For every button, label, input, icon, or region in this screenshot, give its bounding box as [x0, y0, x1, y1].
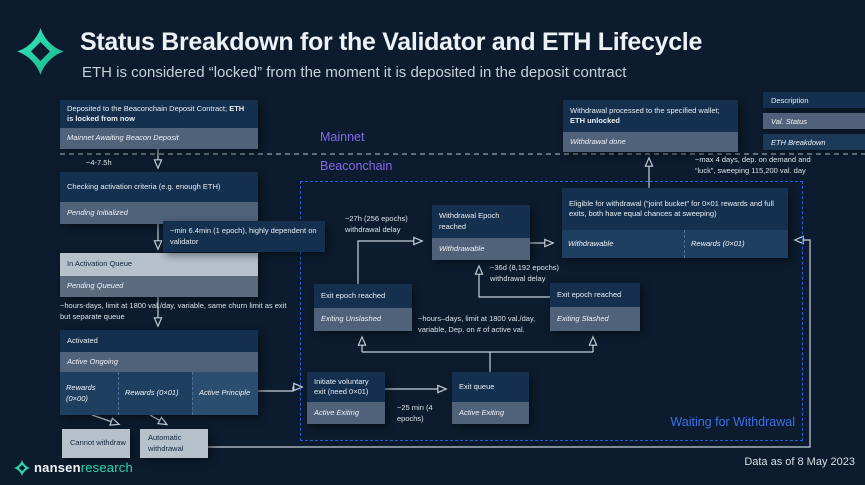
mainnet-label: Mainnet [320, 130, 365, 144]
node-exit-epoch-slashed-status: Exiting Slashed [550, 307, 640, 331]
arrow-slashed-to-withdrawable [479, 267, 550, 298]
legend-eth-breakdown: ETH Breakdown [763, 134, 865, 150]
node-deposited-status: Mainnet Awaiting Beacon Deposit [60, 128, 258, 149]
data-as-of-note: Data as of 8 May 2023 [744, 456, 855, 468]
arrow-unslashed-to-withdrawal-epoch [357, 241, 421, 284]
legend-val-status: Val. Status [763, 113, 865, 129]
waiting-for-withdrawal-region [300, 181, 803, 441]
node-exit-queue-status: Active Exiting [452, 402, 529, 424]
note-4-75h: ~4-7.5h [86, 158, 112, 167]
cell-active-principle: Active Principle [192, 372, 258, 415]
node-withdrawal-epoch-desc: Withdrawal Epoch reached [432, 205, 530, 238]
node-activated: Activated Active Ongoing Rewards (0×00) … [60, 330, 258, 415]
node-eligible-cells: Withdrawable Rewards (0×01) [562, 230, 788, 258]
cell-withdrawable: Withdrawable [562, 230, 684, 258]
node-eligible: Eligible for withdrawal (“joint bucket” … [562, 188, 788, 258]
node-activation-queue-status: Pending Queued [60, 276, 258, 297]
footer-brand: nansenresearch [14, 459, 133, 477]
node-deposited: Deposited to the Beaconchain Deposit Con… [60, 100, 258, 149]
node-withdrawal-processed-status: Withdrawal done [563, 132, 738, 152]
arrow-rewards01-to-automatic [149, 414, 166, 424]
node-eligible-desc: Eligible for withdrawal (“joint bucket” … [562, 188, 788, 230]
node-automatic-withdrawal: Automatic withdrawal [140, 429, 208, 458]
page-subtitle: ETH is considered “locked” from the mome… [82, 64, 627, 81]
node-checking-status: Pending Initialized [60, 202, 258, 224]
cell-rewards-0x00: Rewards (0×00) [60, 372, 118, 415]
node-activated-status: Active Ongoing [60, 352, 258, 372]
node-checking-desc: Checking activation criteria (e.g. enoug… [60, 172, 258, 202]
arrow-rewards00-to-cannot [91, 414, 118, 424]
footer-logo-icon [14, 460, 30, 476]
node-voluntary-exit-desc: Initiate voluntary exit (need 0×01) [307, 372, 385, 402]
node-withdrawal-processed-desc: Withdrawal processed to the specified wa… [563, 100, 738, 132]
node-withdrawal-processed: Withdrawal processed to the specified wa… [563, 100, 738, 152]
node-withdrawal-epoch: Withdrawal Epoch reached Withdrawable [432, 205, 530, 260]
node-exit-queue: Exit queue Active Exiting [452, 372, 529, 424]
node-checking: Checking activation criteria (e.g. enoug… [60, 172, 258, 224]
cell-rewards-0x01-joint: Rewards (0×01) [684, 230, 788, 258]
note-27h-delay: ~27h (256 epochs) withdrawal delay [345, 214, 408, 234]
note-36d-delay: ~36d (8,192 epochs) withdrawal delay [490, 263, 560, 283]
brand-name-light: research [80, 460, 133, 475]
note-min-6-4min: ~min 6.4min (1 epoch), highly dependent … [163, 221, 325, 252]
node-deposited-desc: Deposited to the Beaconchain Deposit Con… [60, 100, 258, 128]
waiting-region-label: Waiting for Withdrawal [670, 415, 795, 429]
node-activated-desc: Activated [60, 330, 258, 352]
cell-rewards-0x01: Rewards (0×01) [118, 372, 192, 415]
beaconchain-label: Beaconchain [320, 159, 393, 173]
node-exit-queue-desc: Exit queue [452, 372, 529, 402]
node-cannot-withdraw: Cannot withdraw [62, 429, 130, 458]
node-withdrawal-epoch-status: Withdrawable [432, 238, 530, 260]
note-25min: ~25 min (4 epochs) [397, 403, 433, 423]
nansen-logo-icon [17, 28, 64, 75]
brand-name-bold: nansen [34, 460, 81, 475]
node-activation-queue-title: In Activation Queue [60, 253, 258, 276]
node-activation-queue: In Activation Queue Pending Queued [60, 253, 258, 297]
node-activated-cells: Rewards (0×00) Rewards (0×01) Active Pri… [60, 372, 258, 415]
node-exit-epoch-slashed: Exit epoch reached Exiting Slashed [550, 283, 640, 331]
page-title: Status Breakdown for the Validator and E… [80, 28, 703, 56]
note-churn-limit: ~hours-days, limit at 1800 val./day, var… [60, 301, 287, 321]
node-exit-epoch-unslashed-status: Exiting Unslashed [314, 308, 412, 331]
node-exit-epoch-unslashed: Exit epoch reached Exiting Unslashed [314, 284, 412, 331]
note-exit-churn: ~hours–days, limit at 1800 val./day, var… [418, 314, 536, 334]
node-voluntary-exit-status: Active Exiting [307, 402, 385, 424]
arrow-automatic-to-rewards01 [208, 240, 811, 448]
node-voluntary-exit: Initiate voluntary exit (need 0×01) Acti… [307, 372, 385, 424]
node-exit-epoch-slashed-desc: Exit epoch reached [550, 283, 640, 307]
note-max-4-days: ~max 4 days, dep. on demand and “luck”, … [695, 155, 811, 175]
legend-description: Description [763, 92, 865, 108]
node-exit-epoch-unslashed-desc: Exit epoch reached [314, 284, 412, 308]
arrow-activated-to-voluntary-exit [258, 387, 301, 392]
